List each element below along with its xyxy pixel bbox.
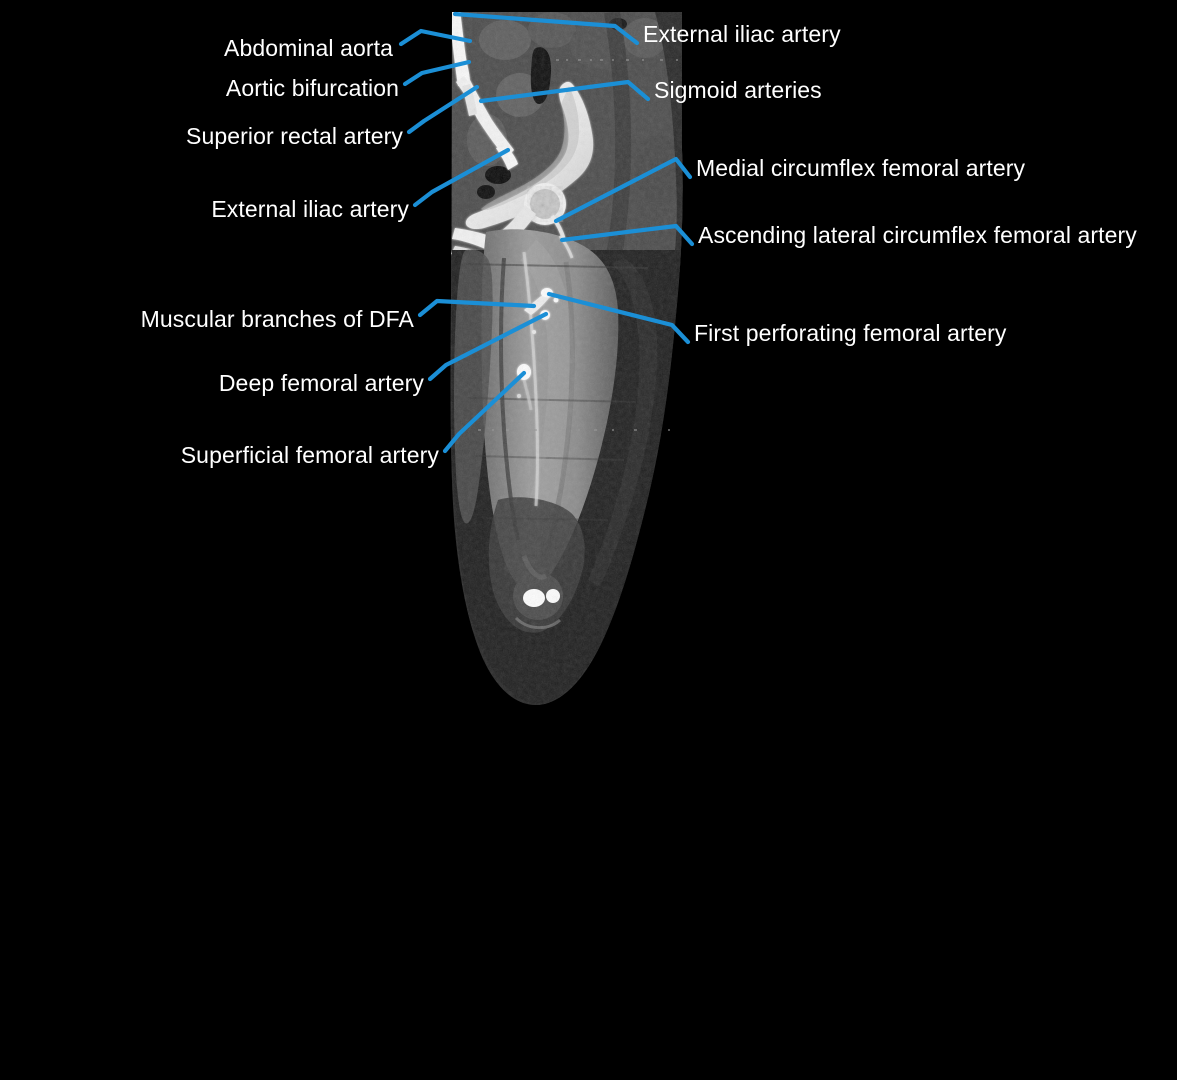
label-superior-rectal-artery: Superior rectal artery (186, 123, 403, 149)
leader-line-ascending-lateral-circumflex-femoral-artery (559, 223, 695, 247)
label-medial-circumflex-femoral-artery: Medial circumflex femoral artery (696, 155, 1026, 181)
leader-line-deep-femoral-artery (427, 311, 549, 382)
leader-line-first-perforating-femoral-artery (546, 291, 691, 345)
leader-line-aortic-bifurcation (402, 59, 472, 87)
leader-line-muscular-branches-of-dfa (417, 298, 537, 318)
label-muscular-branches-of-dfa: Muscular branches of DFA (140, 306, 414, 332)
leader-line-external-iliac-artery-left (412, 147, 511, 208)
label-external-iliac-artery-left: External iliac artery (211, 196, 409, 222)
label-sigmoid-arteries: Sigmoid arteries (654, 77, 822, 103)
label-abdominal-aorta: Abdominal aorta (224, 35, 393, 61)
label-superficial-femoral-artery: Superficial femoral artery (180, 442, 439, 468)
leader-line-medial-circumflex-femoral-artery (553, 156, 693, 224)
leader-line-external-iliac-artery-right (452, 11, 640, 46)
leader-line-superior-rectal-artery (406, 84, 480, 135)
ct-body-region (450, 12, 683, 706)
label-external-iliac-artery-right: External iliac artery (643, 21, 841, 47)
label-first-perforating-femoral-artery: First perforating femoral artery (694, 320, 1007, 346)
scan-tick-marks (478, 59, 678, 431)
leader-line-superficial-femoral-artery (442, 370, 527, 454)
label-deep-femoral-artery: Deep femoral artery (218, 370, 424, 396)
leader-line-abdominal-aorta (398, 28, 473, 47)
leader-line-sigmoid-arteries (478, 79, 651, 104)
label-aortic-bifurcation: Aortic bifurcation (225, 75, 399, 101)
label-ascending-lateral-circumflex-femoral-artery: Ascending lateral circumflex femoral art… (698, 222, 1137, 248)
